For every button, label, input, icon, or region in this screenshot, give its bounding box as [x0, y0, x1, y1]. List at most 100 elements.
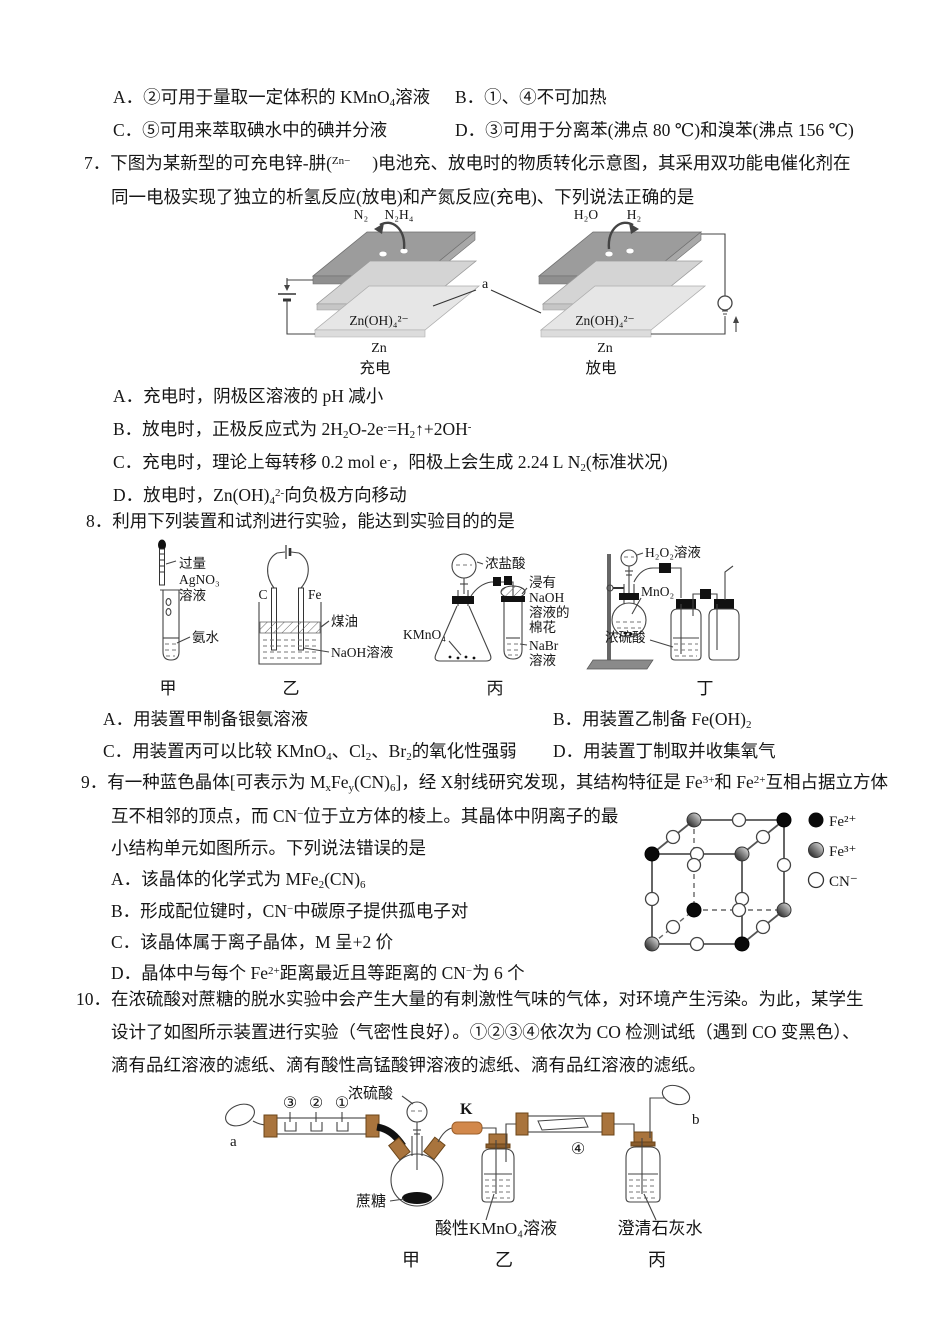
collection-bottle: [708, 608, 740, 661]
q6-option-c: C．⑤可用来萃取碘水中的碘并分液: [113, 120, 388, 140]
legend-fe3-icon: [808, 842, 824, 858]
legend-cn-label: CN⁻: [829, 874, 858, 890]
crystal-legend: Fe²⁺ Fe³⁺ CN⁻: [807, 812, 858, 890]
acid-funnel: [406, 1101, 428, 1123]
label-strip-1: ①: [335, 1095, 349, 1112]
test-tube: [162, 590, 180, 661]
charred-sucrose: [402, 1192, 432, 1204]
caption-yi: 乙: [495, 1250, 513, 1270]
legend-fe3-label: Fe³⁺: [829, 844, 856, 860]
q8-option-c: C．用装置丙可以比较 KMnO4、Cl2、Br2的氧化性强弱: [103, 741, 517, 763]
label-n2h4: N₂H₄: [385, 207, 414, 222]
rubber-stopper: [515, 1112, 529, 1136]
label-anshui: 氨水: [192, 630, 219, 645]
bottle-cap: [714, 599, 734, 609]
label-k: K: [460, 1101, 473, 1118]
legend-fe2-icon: [808, 812, 824, 828]
gas-arrow-head: [629, 223, 639, 234]
filter-paper-tube: ④: [505, 1112, 615, 1158]
gas-bottle: [481, 1148, 515, 1203]
nabr-test-tube: [503, 602, 523, 660]
caption-ding: 丁: [697, 679, 714, 698]
balloon-b: [661, 1084, 691, 1106]
q7-option-b: B．放电时，正极反应式为 2H2O-2e-=H2↑+2OH-: [113, 419, 472, 441]
label-strip-3: ③: [283, 1095, 297, 1112]
caption-jia: 甲: [402, 1250, 420, 1270]
label-kmno4: KMnO₄: [403, 627, 446, 642]
flask-stopper: [619, 593, 639, 600]
conical-flask: [434, 605, 492, 662]
filter-paper-strip: [537, 1117, 589, 1131]
label-suanxing-kmno4: 酸性KMnO₄溶液: [435, 1219, 557, 1238]
kerosene-layer: [259, 621, 321, 634]
label-b: b: [692, 1112, 700, 1128]
q10-apparatus-diagram: a ③ ② ① 浓硫酸 蔗糖: [225, 1084, 703, 1270]
label-zincate-right: Zn(OH)₄²⁻: [575, 313, 634, 328]
q9-stem-line1: 9．有一种蓝色晶体[可表示为 MxFey(CN)6]，经 X射线研究发现，其结构…: [81, 772, 889, 794]
q8-option-a: A．用装置甲制备银氨溶液: [103, 709, 309, 729]
q7-option-a: A．充电时，阴极区溶液的 pH 减小: [113, 386, 384, 406]
label-nabr: NaBr: [529, 638, 559, 653]
caption-bing: 丙: [487, 679, 504, 698]
label-h2o2: H₂O₂溶液: [645, 545, 701, 560]
label-rongyede: 溶液的: [529, 605, 570, 620]
q9-stem-line2: 互不相邻的顶点，而 CN−位于立方体的棱上。其晶体中阴离子的最: [111, 806, 619, 826]
label-nongyansuan: 浓盐酸: [485, 556, 526, 571]
test-paper-tube: ③ ② ①: [263, 1095, 380, 1138]
stand-rod: [607, 554, 611, 660]
electrode-hole: [625, 247, 635, 255]
legend-cn-icon: [807, 871, 825, 889]
label-fe: Fe: [308, 587, 322, 602]
q10-stem-line2: 设计了如图所示装置进行实验（气密性良好）。①②③④依次为 CO 检测试纸（遇到 …: [111, 1022, 860, 1042]
current-arrow-down: [284, 285, 290, 291]
q8-apparatus-diagram: 过量 AgNO₃ 溶液 氨水 甲 C Fe: [158, 539, 740, 698]
k-valve: [451, 1121, 483, 1135]
label-strip-2: ②: [309, 1095, 323, 1112]
q7-option-c: C．充电时，理论上每转移 0.2 mol e-，阳极上会生成 2.24 L N2…: [113, 452, 668, 474]
label-agno3: AgNO₃: [179, 572, 220, 587]
h2o2-funnel: [620, 549, 638, 567]
bulb-icon: [717, 295, 733, 311]
label-jinyou: 浸有: [529, 575, 556, 590]
label-strip-4: ④: [571, 1141, 585, 1158]
flask-jia: 浓硫酸 蔗糖: [348, 1085, 446, 1210]
q10-stem-line3: 滴有品红溶液的滤纸、滴有酸性高锰酸钾溶液的滤纸、滴有品红溶液的滤纸。: [111, 1055, 706, 1075]
label-n2: N₂: [354, 207, 368, 222]
q7-stem-line1: 7．下图为某新型的可充电锌-肼(Zn− )电池充、放电时的物质转化示意图，其采用…: [84, 153, 851, 173]
q6-option-d: D．③可用于分离苯(沸点 80 ℃)和溴苯(沸点 156 ℃): [455, 120, 854, 140]
label-charge: 充电: [359, 359, 390, 377]
q6-option-a: A．②可用于量取一定体积的 KMnO4溶液: [113, 87, 431, 109]
label-meiyou: 煤油: [331, 614, 358, 629]
electrode-hole: [399, 247, 409, 255]
caption-jia: 甲: [160, 679, 177, 698]
rubber-stopper: [365, 1114, 380, 1138]
caption-yi: 乙: [283, 679, 300, 698]
fe3-corner-ions: [644, 812, 792, 952]
electrode-hole: [604, 250, 614, 258]
cn-edge-ions: [644, 812, 792, 952]
bottle-collar: [485, 1143, 511, 1149]
gas-arrow-head: [374, 223, 384, 234]
current-arrow-up: [733, 316, 739, 323]
bottom-captions: 甲 乙 丙: [402, 1250, 666, 1270]
round-flask: [611, 602, 647, 638]
label-rongye: 溶液: [179, 588, 206, 603]
q7-stem-line2: 同一电极实现了独立的析氢反应(放电)和产氮反应(充电)、下列说法正确的是: [111, 187, 695, 207]
label-h2: H₂: [627, 207, 641, 222]
label-nongliusuan: 浓硫酸: [348, 1085, 393, 1102]
rubber-stopper: [601, 1112, 615, 1136]
label-guoliang: 过量: [179, 556, 206, 571]
bottle-cap: [676, 599, 696, 609]
label-zn-right: Zn: [597, 341, 613, 356]
legend-fe2-label: Fe²⁺: [829, 814, 856, 830]
rubber-stopper: [263, 1114, 278, 1138]
q6-option-b: B．①、④不可加热: [455, 87, 607, 107]
label-naoh: NaOH: [529, 590, 564, 605]
q9-option-a: A．该晶体的化学式为 MFe2(CN)6: [111, 869, 366, 891]
label-naoh-rongye: NaOH溶液: [331, 645, 394, 660]
crystal-structure-diagram: Fe²⁺ Fe³⁺ CN⁻: [644, 812, 858, 952]
separator-pointer: a: [432, 277, 542, 314]
label-shihuishui: 澄清石灰水: [618, 1219, 703, 1238]
q8-stem: 8．利用下列装置和试剂进行实验，能达到实验目的的是: [86, 511, 515, 531]
